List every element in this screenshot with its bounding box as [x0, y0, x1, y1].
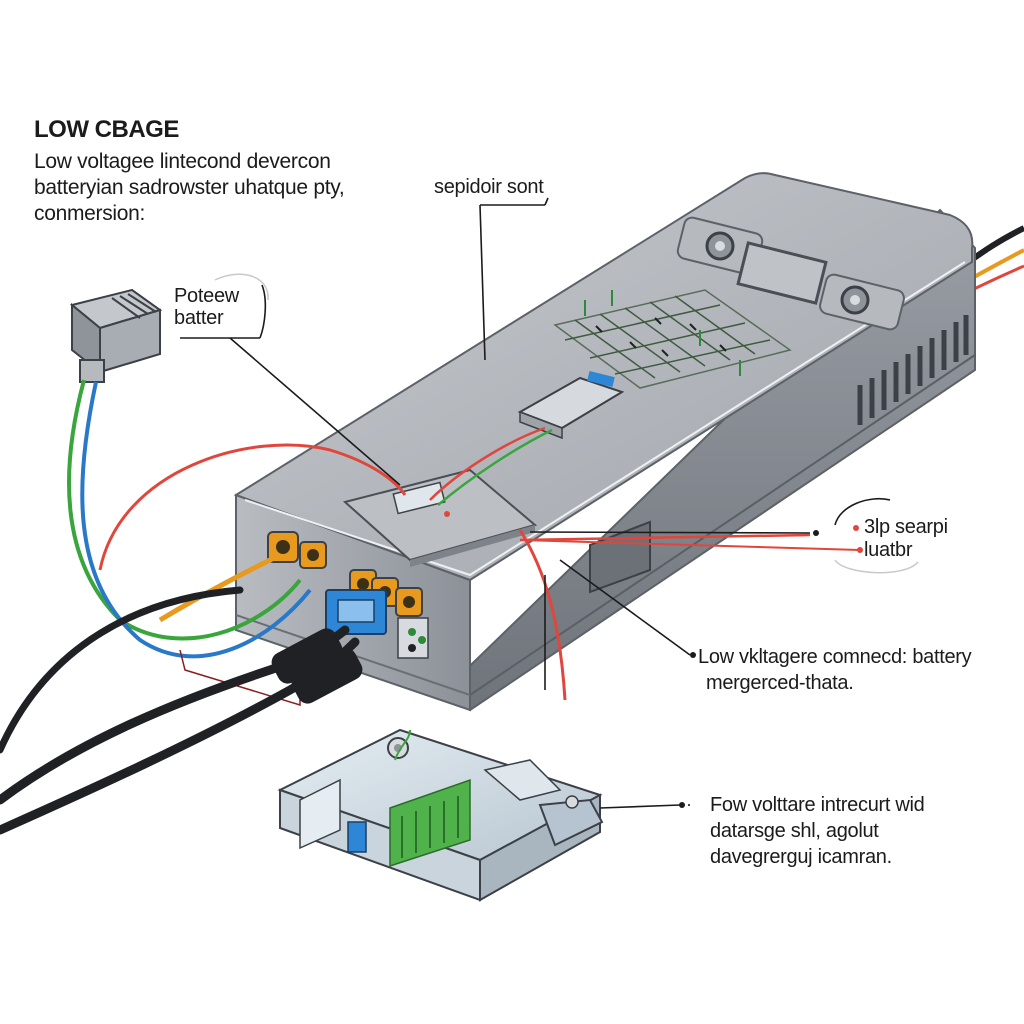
- label-right-upper-2: luatbr: [864, 539, 913, 561]
- label-bottom-right-2: datarsge shl, agolut: [710, 820, 879, 842]
- wire-red-right: [519, 533, 811, 542]
- label-bottom-right-1: Fow volttare intrecurt wid: [710, 794, 925, 816]
- label-left-connector-1: Poteew: [174, 285, 239, 307]
- wire-red-drop: [518, 529, 567, 701]
- top-controls: [676, 216, 905, 331]
- intro-line-3: conmersion:: [34, 202, 146, 225]
- schematic-print: [553, 289, 792, 389]
- wire-red-left: [98, 443, 407, 571]
- label-right-upper-1: 3lp searpi: [864, 516, 948, 538]
- wire-blue: [80, 381, 312, 659]
- page-title: LOW CBAGE: [34, 116, 179, 143]
- plug-connector: [69, 288, 163, 383]
- intro-line-2: batteryian sadrowster uhatque pty,: [34, 176, 345, 199]
- label-bottom-right-3: davegrerguj icamran.: [710, 846, 892, 868]
- vent-slots: [857, 315, 969, 425]
- circuit-module: [277, 728, 604, 902]
- black-cables: [0, 586, 363, 835]
- leader-lines: [180, 197, 891, 809]
- terminal-block: [392, 481, 446, 515]
- label-left-connector-2: batter: [174, 307, 224, 329]
- terminal-panel: [342, 468, 538, 567]
- label-top-center: sepidoir sont: [434, 176, 544, 198]
- front-ports: [267, 531, 429, 659]
- wire-red-top: [429, 426, 546, 501]
- wires: [67, 379, 861, 707]
- wire-green-top: [437, 428, 553, 506]
- label-right-middle-2: mergerced-thata.: [706, 672, 854, 694]
- intro-line-1: Low voltagee lintecond devercon: [34, 150, 331, 173]
- wire-orange: [158, 552, 282, 623]
- display-screen: [736, 241, 828, 305]
- label-right-middle-1: Low vkltagere comnecd: battery: [698, 646, 972, 668]
